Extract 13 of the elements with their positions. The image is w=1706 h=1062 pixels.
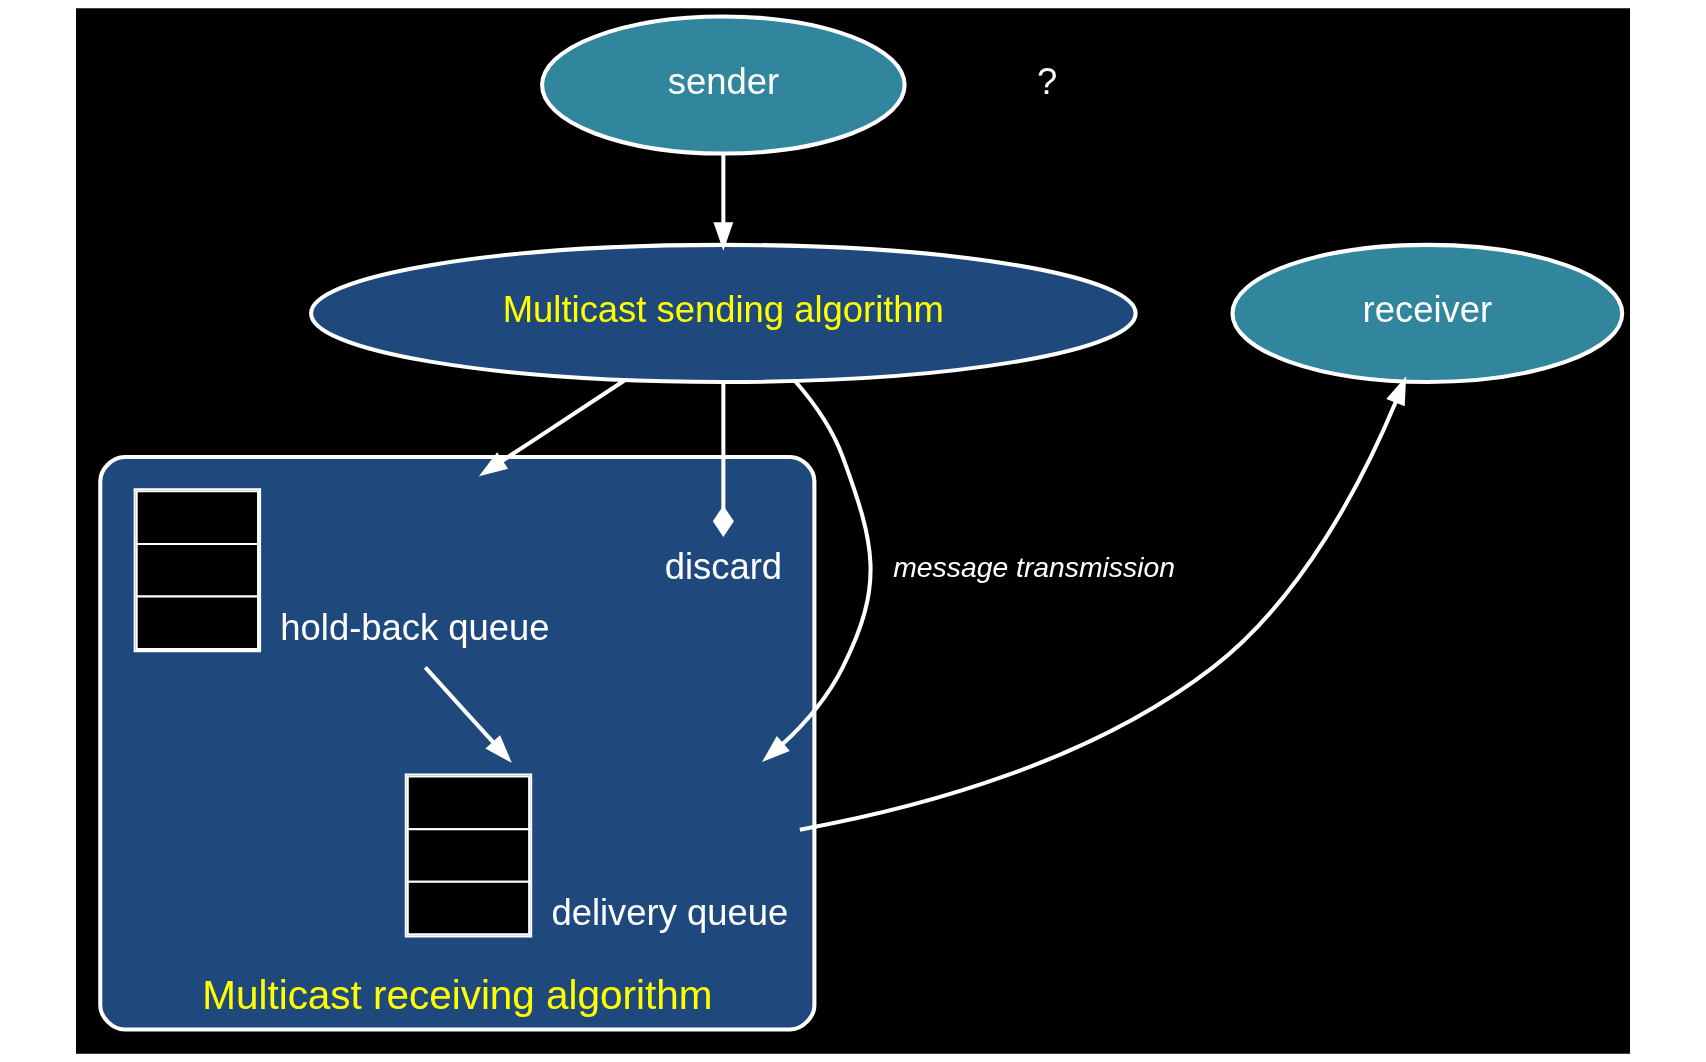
arrow [713,153,734,251]
arrow [478,378,626,477]
edge-label: message transmission [893,550,1175,583]
arrow [423,666,512,763]
node-text: discard [664,546,783,588]
node-label: hold-back queue [280,606,550,648]
connector [712,382,734,538]
node-label: delivery queue [551,892,789,934]
arrow [761,379,873,763]
node-ellipse: sender [540,14,907,156]
label: ? [1036,60,1058,102]
node-ellipse: receiver [1230,242,1625,384]
node-ellipse: Multicast sending algorithm [309,242,1138,384]
